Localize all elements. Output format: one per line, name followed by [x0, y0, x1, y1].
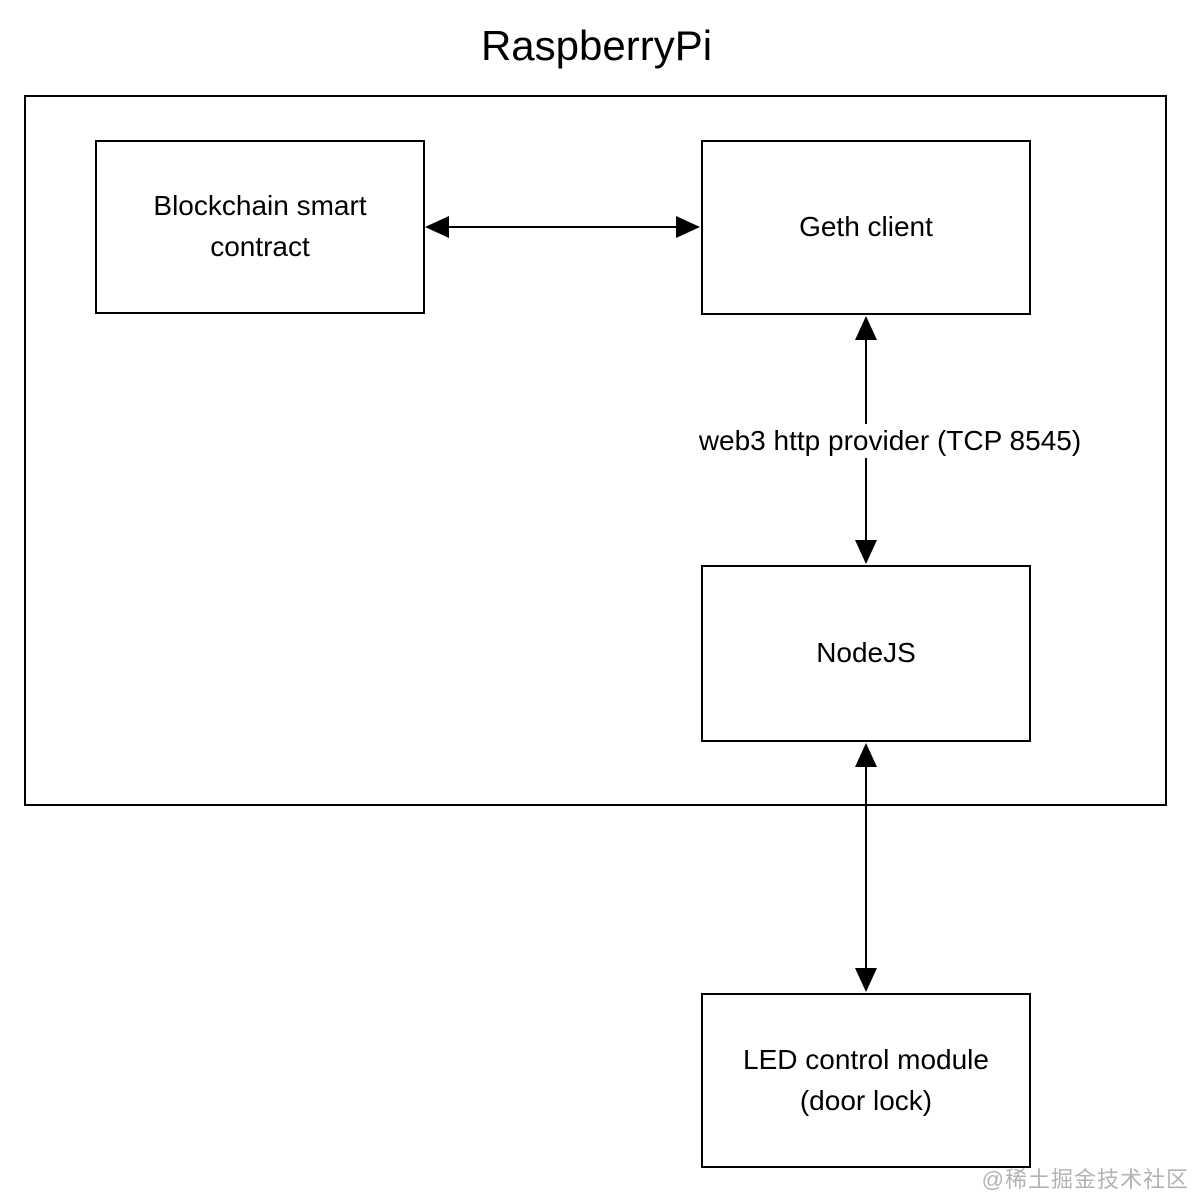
- node-label-line: Blockchain smart: [153, 190, 367, 222]
- arrow-blockchain-geth: [425, 216, 700, 238]
- node-label-line: contract: [210, 231, 310, 262]
- arrow-nodejs-led: [855, 743, 877, 992]
- raspberrypi-boundary-box: [24, 95, 1167, 806]
- node-label-line: (door lock): [799, 1084, 933, 1116]
- node-label-line: LED control module: [743, 1043, 989, 1075]
- node-nodejs: NodeJS: [701, 565, 1031, 742]
- node-label-line: NodeJS: [816, 637, 916, 669]
- diagram-title: RaspberryPi: [480, 22, 713, 69]
- node-label-line: Geth client: [799, 211, 933, 243]
- node-led-control-module: LED control module (door lock): [701, 993, 1031, 1168]
- node-geth-client: Geth client: [701, 140, 1031, 315]
- node-blockchain-smart-contract: Blockchain smart contract: [95, 140, 425, 314]
- edge-label-web3-http-provider: web3 http provider (TCP 8545): [660, 424, 1120, 458]
- watermark: @稀土掘金技术社区: [981, 1167, 1189, 1192]
